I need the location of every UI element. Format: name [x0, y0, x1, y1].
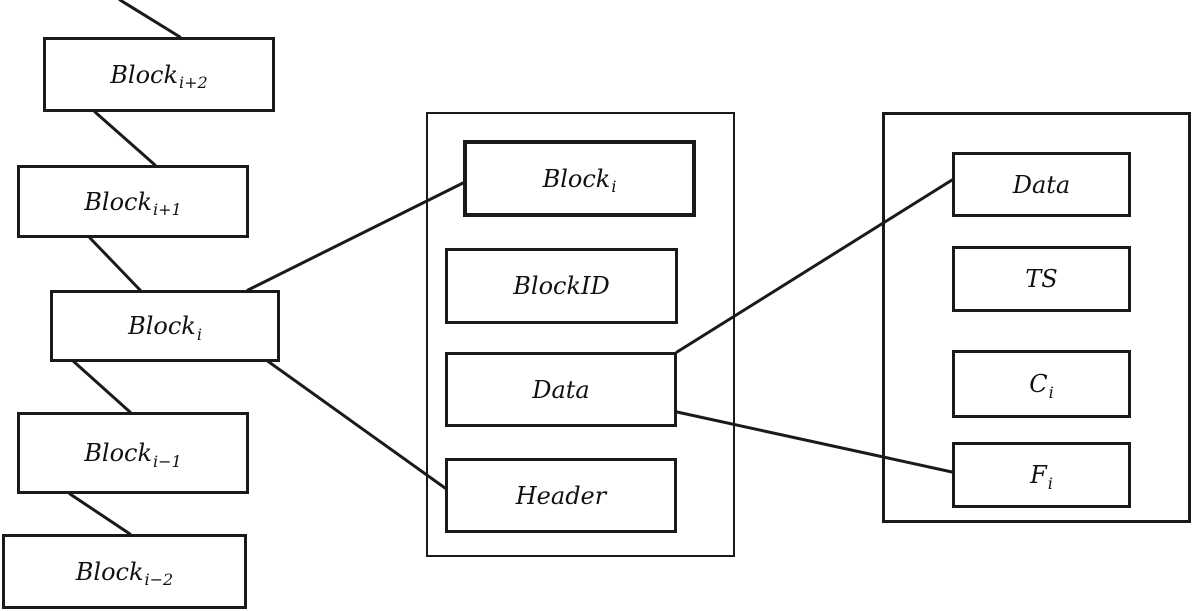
- block-subscript: i+1: [153, 200, 182, 219]
- detail-data: Data: [445, 352, 677, 427]
- detail-block-id: BlockID: [445, 248, 678, 324]
- block-label: Block: [84, 187, 153, 216]
- block-subscript: i: [611, 177, 617, 196]
- block-label: Block: [84, 439, 153, 467]
- connector-top-to-block-i-plus-2: [118, 0, 182, 39]
- block-subscript: i+2: [179, 73, 208, 92]
- block-subscript: i: [196, 324, 202, 344]
- f-subscript: i: [1047, 473, 1053, 493]
- block-detail-panel: [426, 112, 735, 557]
- c-label: C: [1029, 370, 1048, 398]
- block-id-label: BlockID: [513, 272, 610, 300]
- connector-block-i-plus-2-to-i-plus-1: [93, 110, 157, 167]
- connector-block-i-plus-1-to-i: [88, 236, 142, 292]
- data-field-ts: TS: [952, 246, 1131, 312]
- block-subscript: i−1: [153, 451, 182, 471]
- header-label: Header: [515, 481, 607, 510]
- data-detail-panel: [882, 112, 1191, 523]
- data-label: Data: [1012, 170, 1071, 199]
- c-subscript: i: [1048, 382, 1054, 402]
- data-field-data: Data: [952, 152, 1131, 217]
- block-label: Block: [128, 312, 196, 340]
- connector-detail-data-to-data: [675, 178, 954, 354]
- block-label: Block: [75, 557, 144, 586]
- connector-block-i-minus-1-to-i-minus-2: [68, 492, 132, 536]
- data-label: Data: [532, 375, 590, 404]
- ts-label: TS: [1025, 265, 1058, 293]
- connector-block-i-to-i-minus-1: [70, 358, 132, 414]
- connector-block-i-to-detail-header: [246, 345, 447, 490]
- block-subscript: i−2: [144, 570, 174, 589]
- block-label: Block: [542, 164, 611, 193]
- block-label: Block: [110, 60, 179, 89]
- connector-detail-data-to-f: [675, 410, 954, 474]
- f-label: F: [1030, 461, 1047, 489]
- detail-header: Header: [445, 458, 677, 533]
